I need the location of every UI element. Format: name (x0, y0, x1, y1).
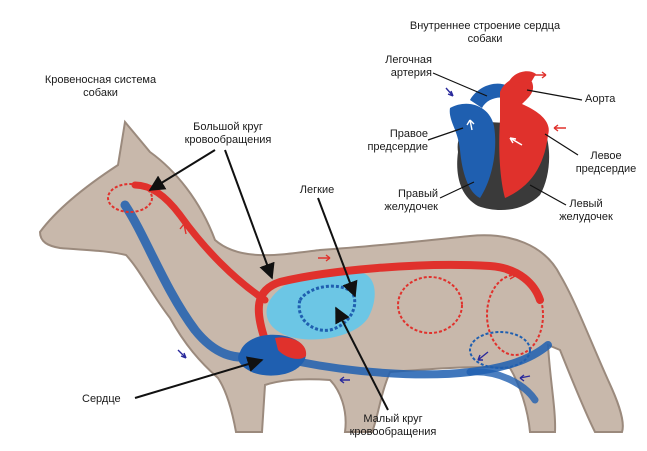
label-lungs: Легкие (292, 184, 342, 197)
pointer-pulmonary-artery (432, 72, 488, 97)
heart-right-side (449, 103, 496, 198)
pulmonary-artery-shape (470, 83, 508, 108)
heart-left-side (275, 337, 307, 359)
label-left-atrium-line1: Левое (590, 150, 622, 162)
label-right-atrium: Правое предсердие (350, 128, 428, 154)
pointer-systemic-to-artery (224, 149, 275, 280)
label-left-ventricle: Левый желудочек (548, 198, 624, 224)
label-systemic-circuit-line2: кровообращения (184, 134, 272, 146)
label-systemic-circuit: Большой круг кровообращения (168, 121, 288, 147)
label-pulmonary-artery: Легочная артерия (356, 54, 432, 80)
heart-inset-arrows (445, 71, 566, 146)
pointer-left-ventricle (529, 184, 567, 206)
title-heart-structure: Внутреннее строение сердца собаки (400, 20, 570, 46)
label-aorta: Аорта (585, 93, 630, 106)
label-pulmonary-circuit-line2: кровообращения (349, 426, 437, 438)
title-circulatory-system-line1: Кровеносная система (44, 74, 157, 86)
heart-left-side-inset (499, 77, 549, 198)
flow-arrows (177, 223, 531, 384)
title-heart-structure-line1: Внутреннее строение сердца (409, 20, 561, 32)
label-pulmonary-circuit: Малый круг кровообращения (333, 413, 453, 439)
title-circulatory-system: Кровеносная система собаки (38, 74, 163, 100)
label-pulmonary-artery-line1: Легочная (385, 54, 432, 66)
pointer-systemic-to-head (148, 149, 216, 191)
pointer-lines (134, 149, 389, 411)
capillary-beds (107, 183, 544, 369)
title-heart-structure-line2: собаки (467, 33, 503, 45)
pointer-heart (134, 356, 264, 399)
lung-capillary-net (297, 284, 357, 332)
heart-pointer-lines (427, 72, 583, 206)
pointer-right-atrium (427, 127, 464, 141)
pointer-right-ventricle (439, 181, 475, 199)
heart-structure-inset (449, 71, 550, 211)
label-left-ventricle-line2: желудочек (559, 211, 613, 223)
label-heart-text: Сердце (82, 393, 121, 405)
label-left-ventricle-line1: Левый (569, 198, 603, 210)
aorta-shape (508, 71, 536, 88)
label-right-ventricle-line2: желудочек (384, 201, 438, 213)
label-systemic-circuit-line1: Большой круг (193, 121, 263, 133)
label-heart: Сердце (82, 393, 142, 406)
pointer-pulmonary-circuit (335, 306, 389, 411)
pointer-left-atrium (544, 133, 579, 156)
pointer-lungs (317, 197, 358, 298)
label-right-ventricle-line1: Правый (397, 188, 438, 200)
label-left-atrium-line2: предсердие (575, 163, 637, 175)
label-left-atrium: Левое предсердие (568, 150, 644, 176)
label-right-atrium-line1: Правое (389, 128, 428, 140)
label-right-atrium-line2: предсердие (367, 141, 428, 153)
label-lungs-text: Легкие (299, 184, 335, 196)
label-pulmonary-artery-line2: артерия (390, 67, 432, 79)
pointer-aorta (526, 89, 583, 101)
label-aorta-text: Аорта (585, 93, 616, 105)
label-right-ventricle: Правый желудочек (362, 188, 438, 214)
label-pulmonary-circuit-line1: Малый круг (363, 413, 423, 425)
title-circulatory-system-line2: собаки (83, 87, 118, 99)
